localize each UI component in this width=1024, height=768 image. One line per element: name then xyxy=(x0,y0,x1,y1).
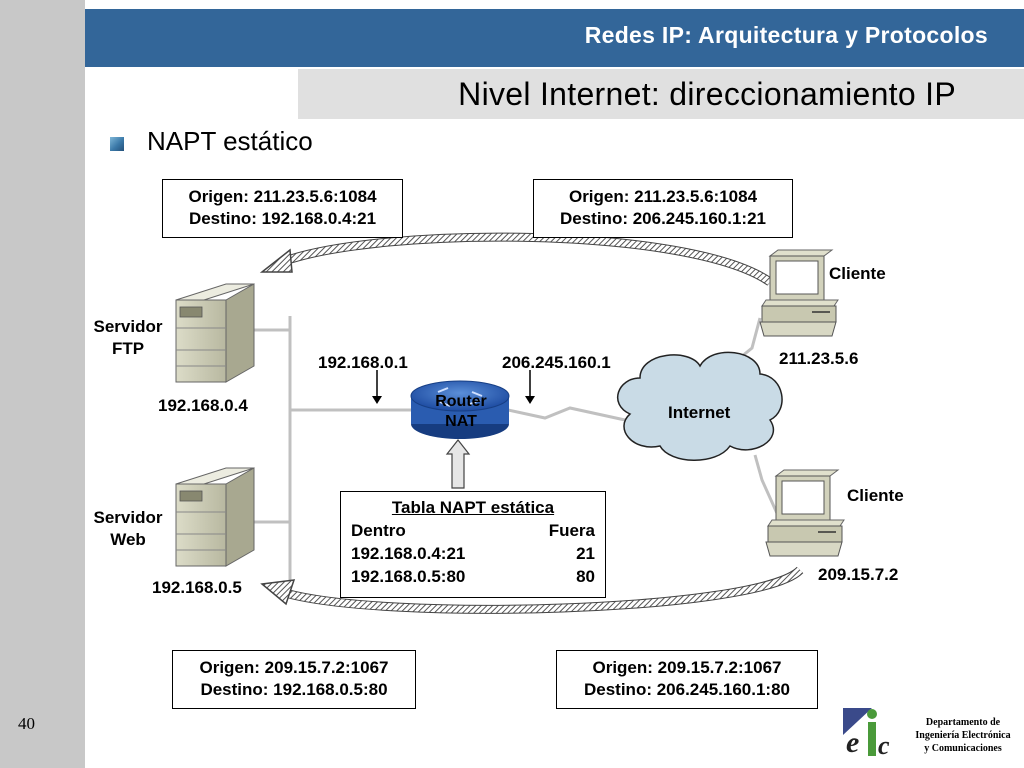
client-ip: 209.15.7.2 xyxy=(818,565,899,584)
wan-link xyxy=(507,406,626,422)
router-outside-ip: 206.245.160.1 xyxy=(502,353,611,372)
ftp-server-label: Servidor FTP xyxy=(93,317,163,358)
packet-box-bottom-right: Origen: 209.15.7.2:1067 Destino: 206.245… xyxy=(556,650,818,709)
table-header-row: Dentro Fuera xyxy=(351,519,595,542)
table-cell: 192.168.0.4:21 xyxy=(351,544,466,563)
napt-table-title: Tabla NAPT estática xyxy=(391,498,555,517)
table-cell: 80 xyxy=(576,567,595,586)
packet-box-top-left: Origen: 211.23.5.6:1084 Destino: 192.168… xyxy=(162,179,403,238)
router-icon xyxy=(410,380,510,439)
packet-origin: Origen: 211.23.5.6:1084 xyxy=(188,187,377,206)
router-label: Router NAT xyxy=(435,393,487,430)
napt-table: Tabla NAPT estática Dentro Fuera 192.168… xyxy=(340,491,606,598)
course-title: Redes IP: Arquitectura y Protocolos xyxy=(584,22,988,48)
header-band xyxy=(85,9,1024,67)
table-cell: 192.168.0.5:80 xyxy=(351,567,466,586)
client-label: Cliente xyxy=(847,486,904,505)
packet-destination: Destino: 192.168.0.4:21 xyxy=(188,209,377,228)
packet-origin: Origen: 209.15.7.2:1067 xyxy=(199,658,389,677)
bullet-text: NAPT estático xyxy=(147,126,313,156)
web-server-ip: 192.168.0.5 xyxy=(152,578,242,597)
web-server-label: Servidor Web xyxy=(93,508,163,549)
internet-label: Internet xyxy=(668,403,731,422)
ftp-server-ip: 192.168.0.4 xyxy=(158,396,248,415)
svg-text:c: c xyxy=(878,731,890,760)
packet-destination: Destino: 206.245.160.1:80 xyxy=(583,680,790,699)
packet-destination: Destino: 192.168.0.5:80 xyxy=(200,680,388,699)
router-inside-ip: 192.168.0.1 xyxy=(318,353,408,372)
ftp-server-icon xyxy=(175,283,255,383)
table-to-router-arrow xyxy=(445,439,471,489)
packet-origin: Origen: 209.15.7.2:1067 xyxy=(592,658,782,677)
packet-origin: Origen: 211.23.5.6:1084 xyxy=(568,187,758,206)
department-logo: e c xyxy=(843,708,901,760)
slide-title: Nivel Internet: direccionamiento IP xyxy=(458,76,956,112)
packet-destination: Destino: 206.245.160.1:21 xyxy=(559,209,766,228)
bullet-icon xyxy=(110,137,124,151)
client-computer-icon xyxy=(759,249,839,337)
bottom-flow-arrowhead xyxy=(260,579,296,606)
top-flow-arrowhead xyxy=(259,248,293,273)
title-band xyxy=(298,69,1024,119)
slide-number: 40 xyxy=(18,714,35,733)
table-row: 192.168.0.5:80 80 xyxy=(351,565,595,588)
department-name: Departamento de Ingeniería Electrónica y… xyxy=(915,717,1011,754)
packet-box-top-right: Origen: 211.23.5.6:1084 Destino: 206.245… xyxy=(533,179,793,238)
client2-link xyxy=(753,454,782,521)
internet-cloud-icon xyxy=(617,351,783,461)
table-header-inside: Dentro xyxy=(351,521,406,540)
client-label: Cliente xyxy=(829,264,886,283)
table-header-outside: Fuera xyxy=(548,521,595,540)
left-margin-bar xyxy=(0,0,85,768)
web-server-icon xyxy=(175,467,255,567)
svg-text:e: e xyxy=(846,726,859,759)
table-row: 192.168.0.4:21 21 xyxy=(351,542,595,565)
table-cell: 21 xyxy=(576,544,595,563)
client-computer-icon xyxy=(765,469,845,557)
client-ip: 211.23.5.6 xyxy=(779,349,859,368)
packet-box-bottom-left: Origen: 209.15.7.2:1067 Destino: 192.168… xyxy=(172,650,416,709)
